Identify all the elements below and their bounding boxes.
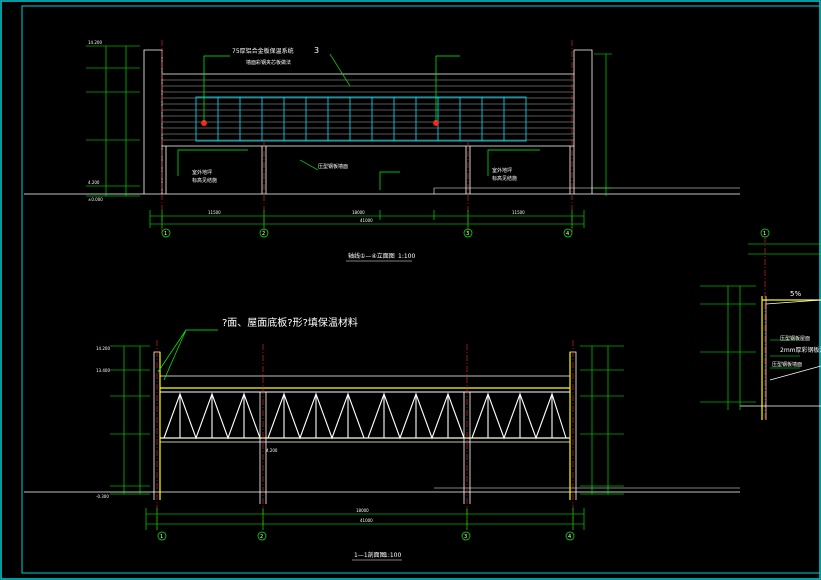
elevation-view	[24, 40, 740, 238]
section-title: 1—1剖面图	[354, 551, 386, 559]
section-scale: 1:100	[384, 552, 401, 559]
elevation-right-levels	[594, 53, 612, 196]
elevation-top-note: 75厚铝合金板保温系统	[232, 47, 294, 55]
elevation-left-label-1: 室外地坪	[192, 169, 212, 176]
elevation-level-bottom: ±0.000	[88, 197, 103, 202]
grid-label-4-top: 4	[566, 231, 569, 237]
section-truss	[160, 391, 570, 440]
elevation-dimensions	[149, 210, 585, 228]
detail-note-1: 压型钢板屋面	[780, 335, 810, 342]
grid-label-1-bottom: 1	[160, 534, 163, 540]
section-left-levels	[110, 345, 150, 495]
elevation-dim-right: 11500	[512, 210, 525, 215]
elevation-title: 轴线①—④立面图	[348, 252, 395, 260]
grid-label-1-top: 1	[164, 231, 167, 237]
grid-label-2-bottom: 2	[260, 534, 263, 540]
section-level-bottom: -0.300	[96, 494, 109, 499]
elevation-leaders	[177, 53, 540, 190]
elevation-mid-label: 压型钢板墙面	[318, 163, 348, 170]
grid-label-3-bottom: 3	[464, 534, 467, 540]
section-view	[24, 329, 740, 541]
elevation-marker-dot-right	[433, 120, 439, 126]
elevation-level-top: 14.200	[88, 40, 102, 45]
elevation-level-mid: 4.200	[88, 180, 100, 185]
elevation-outline	[143, 49, 163, 194]
section-dim-mid: 18000	[356, 508, 369, 513]
section-level-mid: 4.200	[266, 448, 278, 453]
sheet-inner-border	[21, 5, 821, 574]
grid-label-3-top: 3	[466, 231, 469, 237]
detail-view	[700, 228, 821, 420]
section-grid-bubbles	[157, 531, 575, 541]
elevation-sub-note: 墙面彩钢夹芯板做法	[246, 59, 291, 66]
section-level-truss: 13.400	[96, 368, 110, 373]
detail-marker: 1	[763, 231, 766, 237]
elevation-dim-left: 11500	[208, 210, 221, 215]
detail-note-2: 2mm厚彩钢板泛水	[780, 346, 821, 354]
section-note-leader	[157, 329, 218, 373]
elevation-left-levels	[86, 45, 140, 197]
section-note: ?面、屋面底板?形?填保温材料	[222, 316, 358, 329]
elevation-left-label-2: 标高见结施	[192, 177, 217, 184]
section-columns	[259, 392, 471, 504]
elevation-panel-lines	[162, 79, 574, 141]
elevation-dim-mid: 18000	[352, 210, 365, 215]
elevation-right-label-1: 室外地坪	[492, 167, 512, 174]
detail-note-3: 压型钢板墙面	[772, 361, 802, 368]
elevation-columns	[165, 146, 571, 194]
elevation-right-label-2: 标高见结施	[492, 175, 517, 182]
elevation-axis-lines	[161, 40, 573, 232]
section-dimensions	[145, 508, 585, 530]
grid-label-4-bottom: 4	[568, 534, 571, 540]
grid-label-2-top: 2	[262, 231, 265, 237]
elevation-marker-dot-left	[201, 120, 207, 126]
elevation-top-note-suffix: 3	[314, 46, 319, 55]
detail-slope-label: 5%	[790, 290, 801, 298]
elevation-grid-bubbles	[161, 228, 573, 238]
elevation-glazing	[195, 96, 527, 142]
elevation-scale: 1:100	[398, 253, 415, 260]
section-right-levels	[580, 345, 624, 495]
section-level-top: 14.200	[96, 346, 110, 351]
elevation-dim-total: 41000	[360, 218, 373, 223]
section-dim-total: 41000	[360, 518, 373, 523]
